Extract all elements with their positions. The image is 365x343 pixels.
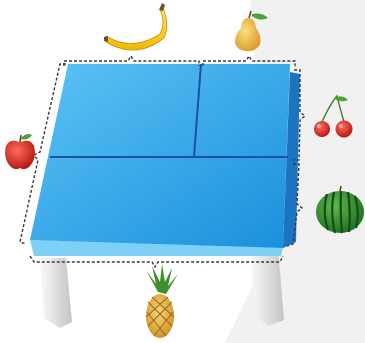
- banana-icon: [104, 3, 167, 50]
- apple-icon: [5, 134, 35, 169]
- brace-bottom: [30, 256, 283, 267]
- pineapple-icon: [146, 264, 178, 338]
- table-leg-left: [40, 258, 72, 328]
